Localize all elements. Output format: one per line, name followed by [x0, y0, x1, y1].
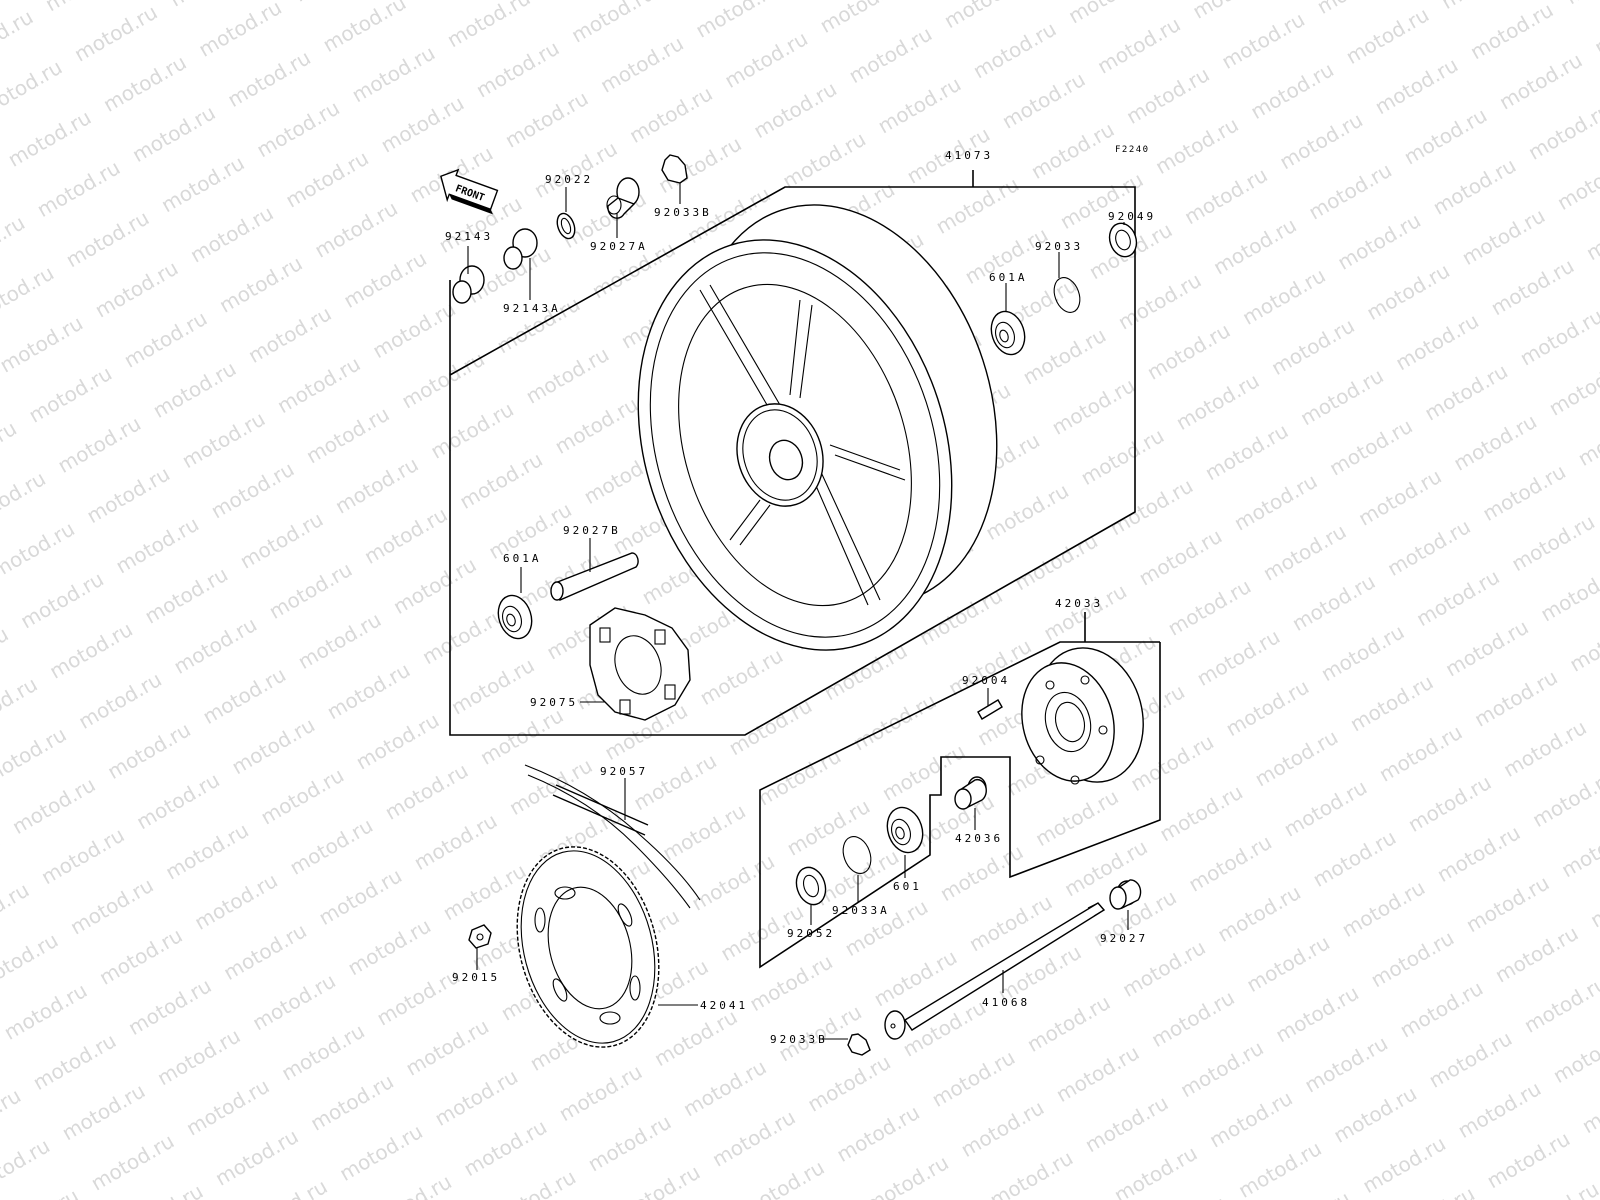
- label-92004: 92004: [962, 674, 1010, 687]
- part-92033A-circlip: 92033A: [832, 836, 890, 917]
- label-92033A: 92033A: [832, 904, 890, 917]
- part-92033B-circlip-axle: 92033B: [770, 1033, 871, 1056]
- part-92022-washer: 92022: [545, 173, 593, 240]
- label-41068: 41068: [982, 996, 1030, 1009]
- part-42033-sprocket-hub: [1021, 647, 1144, 785]
- label-42036: 42036: [955, 832, 1003, 845]
- part-92075-damper: 92075: [530, 607, 691, 721]
- part-92015-nut: 92015: [452, 924, 500, 984]
- part-42036-collar: 42036: [954, 776, 1003, 845]
- wheel-assembly-box: 41073: [449, 149, 1136, 736]
- part-601A-bearing-left: 601A: [497, 552, 542, 640]
- front-arrow-icon: FRONT: [440, 168, 499, 215]
- part-92004-stud: 92004: [962, 674, 1010, 720]
- part-92057-drive-chain: 92057: [524, 764, 701, 909]
- label-92057: 92057: [600, 765, 648, 778]
- part-92027B-sleeve: 92027B: [550, 524, 639, 601]
- label-92052: 92052: [787, 927, 835, 940]
- label-92143: 92143: [445, 230, 493, 243]
- part-601-bearing: 601: [886, 806, 924, 893]
- label-92027B: 92027B: [563, 524, 621, 537]
- part-92143-collar: 92143: [445, 230, 493, 304]
- label-92033B-top: 92033B: [654, 206, 712, 219]
- label-601: 601: [893, 880, 922, 893]
- label-92033: 92033: [1035, 240, 1083, 253]
- part-92052-oil-seal: 92052: [787, 866, 835, 940]
- label-601A-right: 601A: [989, 271, 1028, 284]
- label-92033B-axle: 92033B: [770, 1033, 828, 1046]
- label-41073: 41073: [945, 149, 993, 162]
- label-42033: 42033: [1055, 597, 1103, 610]
- part-92033B-circlip-top: 92033B: [654, 154, 712, 219]
- rear-wheel-drawing: [637, 204, 998, 651]
- label-92027: 92027: [1100, 932, 1148, 945]
- label-92022: 92022: [545, 173, 593, 186]
- label-601A-left: 601A: [503, 552, 542, 565]
- part-92033-circlip: 92033: [1035, 240, 1083, 313]
- label-92027A: 92027A: [590, 240, 648, 253]
- label-92075: 92075: [530, 696, 578, 709]
- part-92027A-collar: 92027A: [590, 177, 648, 253]
- hub-assembly-box: 42033: [759, 597, 1161, 969]
- part-92049-oil-seal: 92049: [1108, 210, 1156, 258]
- part-42041-rear-sprocket: 42041: [516, 846, 748, 1048]
- label-92049: 92049: [1108, 210, 1156, 223]
- part-601A-bearing-right: 601A: [989, 271, 1028, 356]
- label-42041: 42041: [700, 999, 748, 1012]
- part-41068-rear-axle: 41068: [884, 902, 1106, 1040]
- label-92015: 92015: [452, 971, 500, 984]
- diagram-code: F2240: [1115, 145, 1150, 155]
- part-92143A-collar: 92143A: [503, 228, 561, 315]
- part-92027-collar: 92027: [1100, 879, 1148, 945]
- label-92143A: 92143A: [503, 302, 561, 315]
